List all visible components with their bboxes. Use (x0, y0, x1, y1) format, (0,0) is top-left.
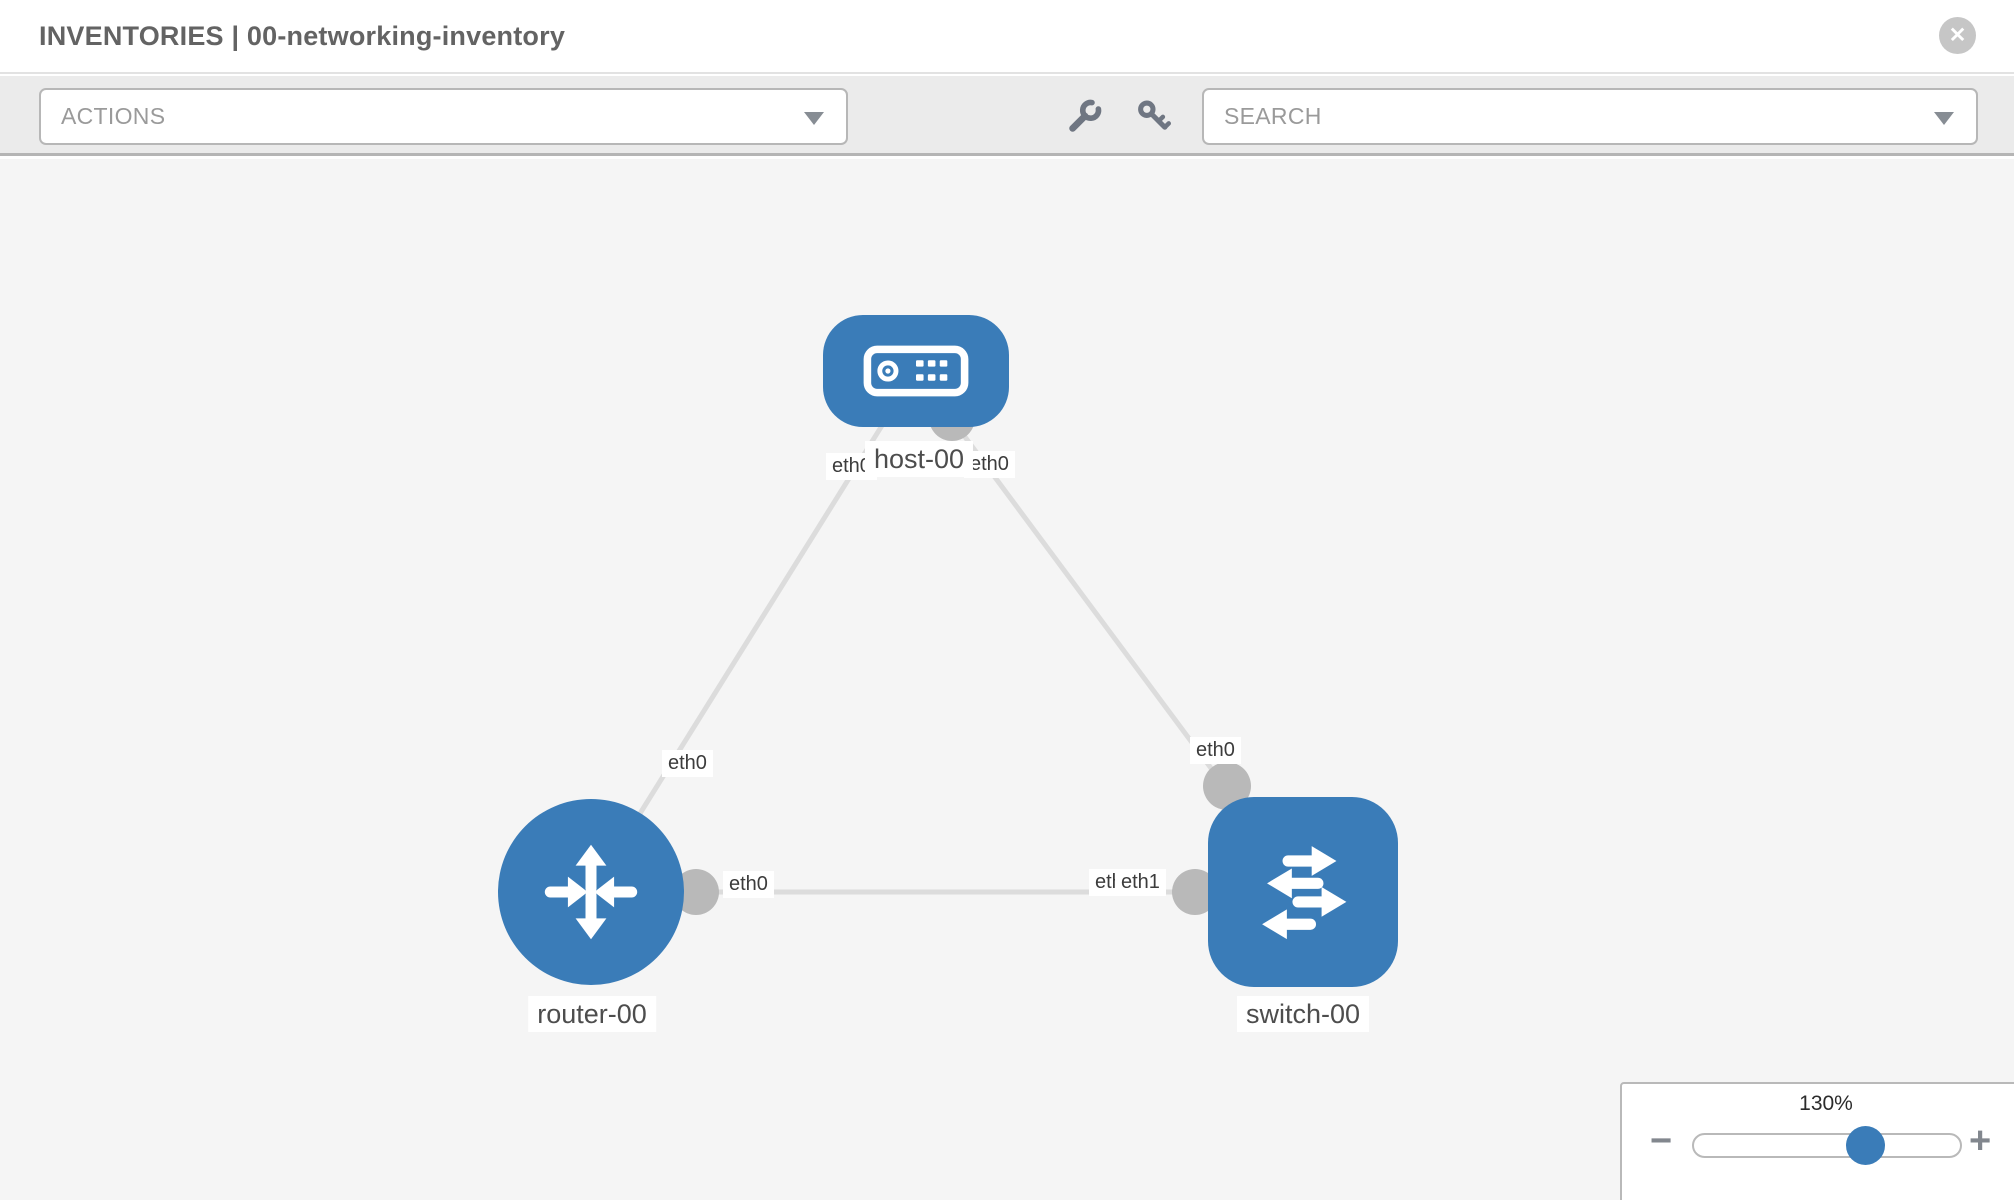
node-label-router: router-00 (528, 996, 656, 1033)
configure-button[interactable] (1061, 92, 1109, 140)
zoom-in-button[interactable]: + (1969, 1120, 1992, 1162)
wrench-icon (1069, 99, 1102, 132)
router-icon (544, 844, 638, 940)
search-dropdown[interactable]: SEARCH (1202, 88, 1978, 145)
iface-label: eth0 (723, 871, 774, 898)
port-dot-switch-eth0 (1203, 762, 1251, 810)
header: INVENTORIES | 00-networking-inventory ✕ (0, 0, 2014, 74)
topology-canvas[interactable]: eth0 eth0 eth0 eth0 eth0 eth0 eth1 host-… (0, 159, 2014, 1200)
key-icon (1138, 100, 1171, 130)
search-dropdown-label: SEARCH (1224, 103, 1322, 129)
actions-dropdown[interactable]: ACTIONS (39, 88, 848, 145)
topology-links-layer (588, 369, 1306, 915)
zoom-slider-handle[interactable] (1846, 1126, 1885, 1165)
host-icon (863, 345, 969, 397)
close-icon: ✕ (1948, 24, 1967, 47)
zoom-value: 130% (1799, 1092, 1853, 1115)
chevron-down-icon (1934, 111, 1954, 125)
zoom-out-button[interactable]: − (1650, 1120, 1673, 1162)
node-host[interactable] (823, 315, 1009, 427)
actions-dropdown-label: ACTIONS (61, 103, 166, 129)
node-label-host: host-00 (864, 441, 974, 478)
page-title: INVENTORIES | 00-networking-inventory (39, 20, 566, 51)
iface-label: eth0 (662, 750, 713, 777)
iface-label: eth1 (1115, 869, 1166, 896)
credentials-button[interactable] (1129, 92, 1177, 140)
chevron-down-icon (804, 111, 824, 125)
zoom-panel: 130% − + (1620, 1082, 2014, 1200)
node-label-switch: switch-00 (1236, 996, 1370, 1033)
close-button[interactable]: ✕ (1939, 17, 1976, 54)
port-dot-router-eth0 (673, 869, 719, 915)
node-router[interactable] (498, 799, 684, 985)
node-switch[interactable] (1208, 797, 1398, 987)
port-dot-switch-eth1 (1172, 869, 1218, 915)
iface-label: eth0 (1190, 737, 1241, 764)
switch-icon (1262, 846, 1347, 940)
toolbar: ACTIONS SEARCH (0, 76, 2014, 156)
zoom-slider[interactable] (1692, 1133, 1962, 1158)
